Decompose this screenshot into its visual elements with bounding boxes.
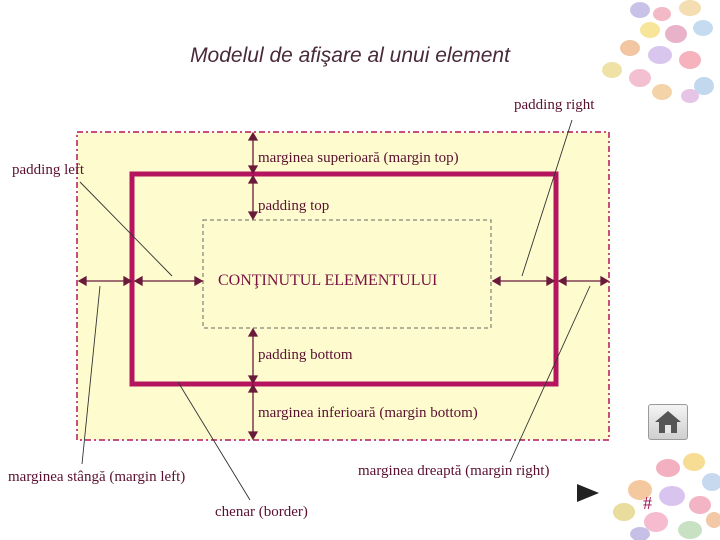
label-padding-top: padding top [258, 198, 330, 214]
label-margin-right: marginea dreaptă (margin right) [358, 463, 550, 479]
label-padding-left: padding left [12, 162, 85, 178]
padding-left-pointer [79, 181, 173, 277]
element-border [129, 171, 559, 387]
margin-area [76, 131, 610, 441]
page-title: Modelul de afişare al unui element [190, 44, 510, 67]
next-slide-icon[interactable] [577, 484, 599, 502]
content-area [202, 219, 492, 329]
home-icon [655, 411, 681, 433]
padding-right-pointer [521, 119, 573, 277]
margin-right-pointer [509, 285, 591, 463]
home-button[interactable] [648, 404, 688, 440]
label-padding-right: padding right [514, 97, 595, 113]
label-padding-bottom: padding bottom [258, 347, 353, 363]
label-border: chenar (border) [215, 504, 308, 520]
label-margin-top: marginea superioară (margin top) [258, 150, 459, 166]
label-margin-left: marginea stângă (margin left) [8, 469, 186, 485]
margin-left-pointer [81, 285, 101, 465]
label-margin-bottom: marginea inferioară (margin bottom) [258, 405, 478, 421]
candy-eggs-decoration [602, 0, 714, 103]
label-content: CONŢINUTUL ELEMENTULUI [218, 272, 438, 289]
border-pointer [177, 381, 251, 501]
slide-number: # [643, 493, 652, 513]
candy-eggs-decoration-bottom [613, 453, 720, 540]
